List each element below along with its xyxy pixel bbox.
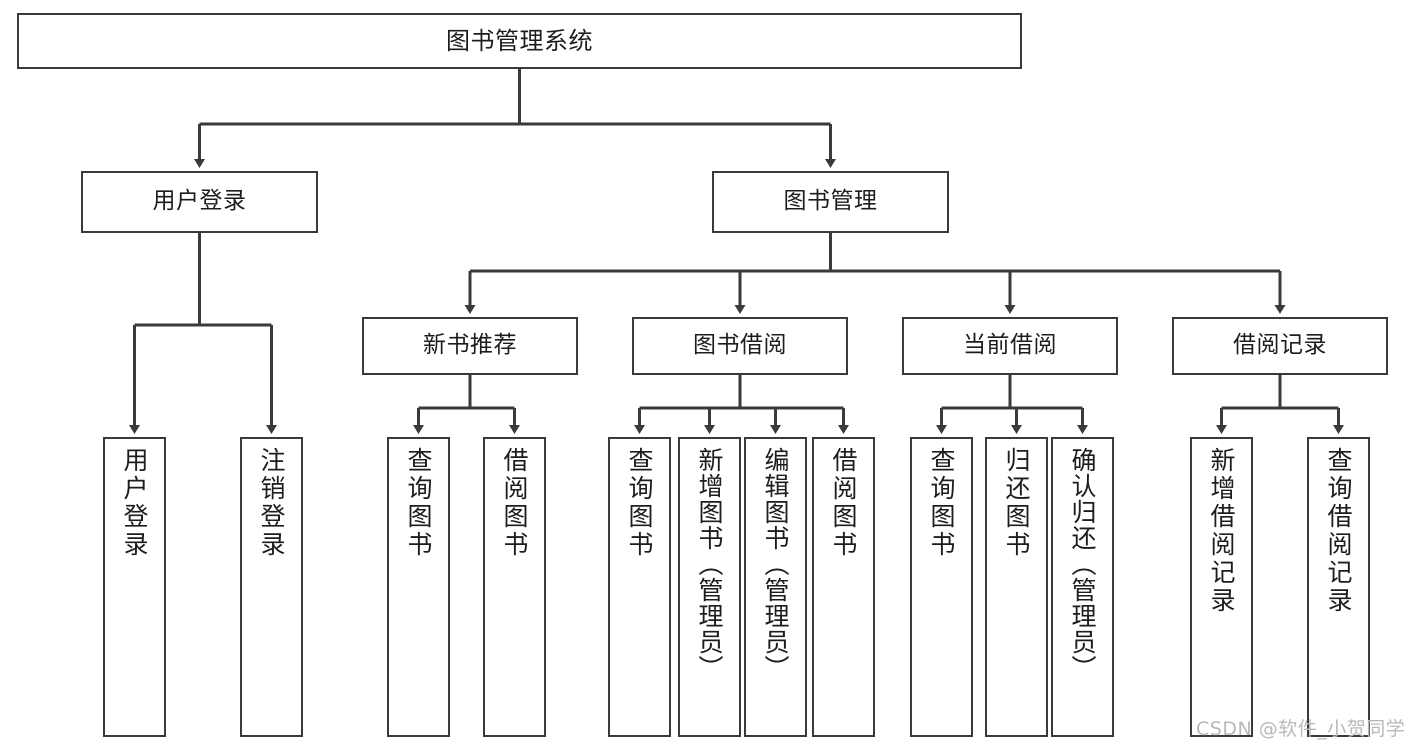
node-label-leaf-borrow-book-1: 借阅图书: [500, 447, 529, 559]
node-label-leaf-logout: 注销登录: [257, 447, 286, 559]
node-leaf-query-book-1[interactable]: 查询图书: [387, 437, 450, 737]
node-label-book-borrow: 图书借阅: [693, 332, 787, 359]
node-label-leaf-return-book: 归还图书: [1002, 447, 1031, 559]
node-user-login[interactable]: 用户登录: [81, 171, 318, 233]
node-label-user-login: 用户登录: [152, 188, 247, 215]
node-label-leaf-edit-book: 编辑图书（管理员）: [761, 447, 790, 681]
node-borrow-record[interactable]: 借阅记录: [1172, 317, 1388, 375]
node-label-leaf-query-book-2: 查询图书: [625, 447, 654, 559]
node-book-borrow[interactable]: 图书借阅: [632, 317, 848, 375]
node-leaf-borrow-book-2[interactable]: 借阅图书: [812, 437, 875, 737]
node-new-book-rec[interactable]: 新书推荐: [362, 317, 578, 375]
node-label-leaf-add-record: 新增借阅记录: [1207, 447, 1236, 615]
node-label-leaf-user-login: 用户登录: [120, 447, 149, 559]
node-label-leaf-add-book: 新增图书（管理员）: [695, 447, 724, 681]
node-root[interactable]: 图书管理系统: [17, 13, 1022, 69]
node-label-book-manage: 图书管理: [783, 188, 878, 215]
node-leaf-borrow-book-1[interactable]: 借阅图书: [483, 437, 546, 737]
node-label-leaf-query-record: 查询借阅记录: [1324, 447, 1353, 615]
node-label-borrow-record: 借阅记录: [1233, 332, 1327, 359]
node-label-leaf-confirm-return: 确认归还（管理员）: [1068, 447, 1097, 681]
node-leaf-query-book-2[interactable]: 查询图书: [608, 437, 671, 737]
node-label-new-book-rec: 新书推荐: [423, 332, 517, 359]
node-leaf-user-login[interactable]: 用户登录: [103, 437, 166, 737]
node-leaf-edit-book[interactable]: 编辑图书（管理员）: [744, 437, 807, 737]
node-label-leaf-borrow-book-2: 借阅图书: [829, 447, 858, 559]
node-label-leaf-query-book-1: 查询图书: [404, 447, 433, 559]
csdn-watermark: CSDN @软件_小贺同学: [1196, 718, 1405, 740]
node-leaf-query-record[interactable]: 查询借阅记录: [1307, 437, 1370, 737]
node-label-root: 图书管理系统: [446, 26, 593, 55]
node-leaf-confirm-return[interactable]: 确认归还（管理员）: [1051, 437, 1114, 737]
node-leaf-add-record[interactable]: 新增借阅记录: [1190, 437, 1253, 737]
node-leaf-add-book[interactable]: 新增图书（管理员）: [678, 437, 741, 737]
node-leaf-return-book[interactable]: 归还图书: [985, 437, 1048, 737]
node-label-current-borrow: 当前借阅: [963, 332, 1057, 359]
node-current-borrow[interactable]: 当前借阅: [902, 317, 1118, 375]
node-label-leaf-query-book-3: 查询图书: [927, 447, 956, 559]
node-book-manage[interactable]: 图书管理: [712, 171, 949, 233]
node-leaf-query-book-3[interactable]: 查询图书: [910, 437, 973, 737]
node-leaf-logout[interactable]: 注销登录: [240, 437, 303, 737]
